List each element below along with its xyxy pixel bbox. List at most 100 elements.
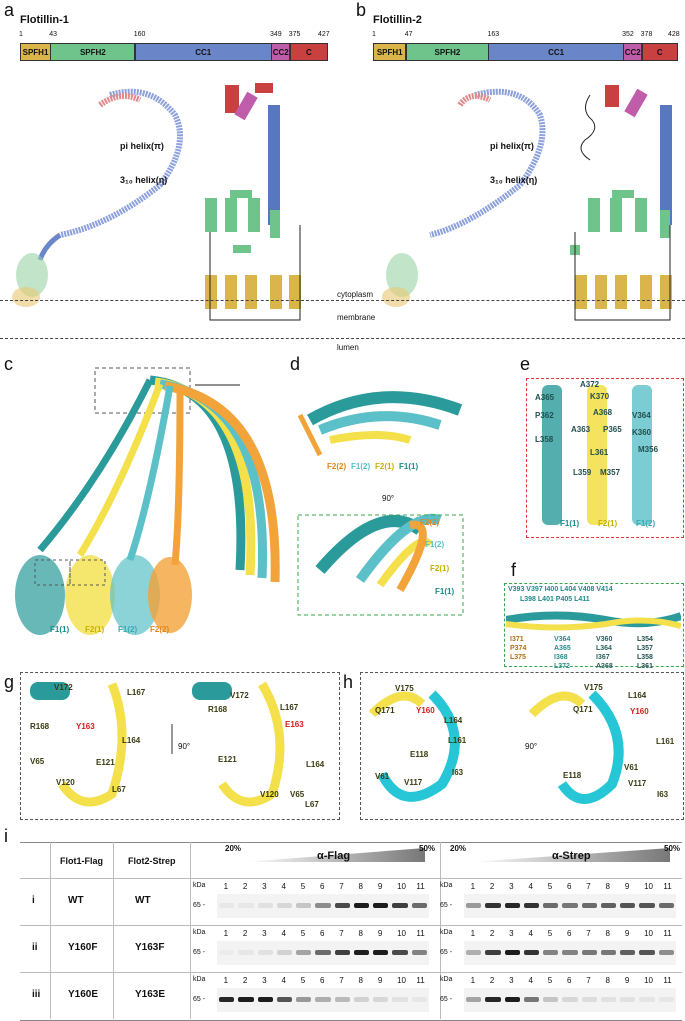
strep-lane-number: 3	[509, 882, 514, 891]
panel-a-title: Flotillin-1	[20, 14, 69, 26]
c-label-f2-1: F2(1)	[85, 625, 105, 634]
h-left-residue: L164	[444, 716, 463, 725]
flag-band	[257, 950, 273, 955]
panel-h-letter: h	[343, 672, 354, 692]
panel-e-letter: e	[520, 354, 531, 374]
g-right-residue: V65	[290, 790, 305, 799]
strep-band	[639, 997, 655, 1002]
row-flot1: Y160E	[68, 989, 99, 1000]
strep-kda: kDa	[440, 929, 453, 936]
flag-lane-number: 4	[281, 976, 286, 985]
d-top-label-f1-1: F1(1)	[399, 462, 419, 471]
blot-divider	[190, 842, 191, 1019]
strep-band	[620, 997, 636, 1002]
strep-lane-number: 5	[547, 929, 553, 938]
strep-band	[485, 997, 501, 1002]
flag-marker: 65 -	[193, 996, 206, 1003]
panel-c-letter: c	[4, 354, 13, 374]
strep-band	[543, 950, 559, 955]
domain-start-tick: 378	[640, 31, 653, 38]
flag-band	[353, 997, 370, 1002]
h-right-residue: E118	[563, 771, 582, 780]
flag-lane-number: 5	[300, 976, 306, 985]
domain-spfh1: SPFH1	[373, 43, 407, 61]
strep-lane-number: 6	[567, 929, 572, 938]
strep-band	[600, 997, 617, 1002]
flag-band	[296, 903, 312, 908]
h-rotate-label: 90°	[525, 742, 538, 751]
flag-band	[219, 903, 235, 908]
strep-lane-number: 11	[663, 929, 672, 938]
g-left-residue: R168	[30, 722, 50, 731]
row-flot1: WT	[68, 895, 84, 906]
g-right-residue: E121	[218, 755, 237, 764]
domain-end-tick: 428	[668, 31, 680, 38]
e-residue-label: A365	[535, 393, 555, 402]
flag-lane-number: 9	[377, 882, 383, 891]
blot-divider	[50, 842, 51, 1019]
d-side-label-f2-1: F2(1)	[430, 564, 450, 573]
g-left-residue: V172	[54, 683, 73, 692]
d-top-label-f1-2: F1(2)	[351, 462, 371, 471]
e-residue-label: L359	[573, 468, 592, 477]
domain-start-tick: 163	[487, 31, 500, 38]
domain-start-tick: 160	[133, 31, 146, 38]
panel-f-structure	[506, 611, 681, 631]
domain-cc1: CC1	[488, 43, 624, 61]
g-left-residue: E121	[96, 758, 115, 767]
domain-start-tick: 43	[49, 31, 58, 38]
panel-h-structure	[368, 690, 624, 804]
g-right-residue: L164	[306, 760, 325, 769]
row-flot2: WT	[135, 895, 151, 906]
h-right-residue: L161	[656, 737, 675, 746]
strep-lane-number: 8	[605, 976, 610, 985]
f-residue-label: P374	[510, 645, 527, 652]
f-residue-label: L364	[596, 645, 612, 652]
h-right-residue: Y160	[630, 707, 649, 716]
flag-lane-number: 7	[339, 976, 344, 985]
flag-band	[334, 950, 350, 955]
strep-lane-number: 4	[528, 976, 533, 985]
strep-marker: 65 -	[440, 996, 453, 1003]
pi-helix-label-a: pi helix(π)	[120, 141, 164, 151]
h-right-residue: V61	[624, 763, 639, 772]
h-left-residue: L161	[448, 736, 467, 745]
flag-lane-number: 9	[377, 976, 383, 985]
h-left-residue: E118	[410, 750, 429, 759]
flag-marker: 65 -	[193, 949, 206, 956]
strep-lane-number: 2	[489, 976, 495, 985]
domain-start-tick: 1	[372, 31, 376, 38]
h-left-residue: V175	[395, 684, 414, 693]
e-residue-label: K360	[632, 428, 652, 437]
panel-c-structure	[15, 367, 280, 635]
panel-g-structure	[30, 681, 285, 807]
strep-lane-number: 1	[470, 929, 476, 938]
flag-band	[219, 997, 235, 1002]
helix310-label-a: 3₁₀ helix(η)	[120, 175, 168, 185]
flag-band	[276, 903, 293, 908]
f-residue-label: L361	[637, 663, 653, 670]
f-residue-label: L357	[637, 645, 653, 652]
flag-band	[373, 950, 389, 955]
strep-lane-number: 3	[509, 976, 514, 985]
flag-lane-number: 1	[223, 976, 229, 985]
flag-lane-number: 2	[242, 929, 248, 938]
strep-band	[658, 950, 674, 955]
e-residue-label: M356	[638, 445, 659, 454]
strep-band	[466, 997, 482, 1002]
strep-band	[639, 903, 655, 908]
strep-band	[485, 950, 501, 955]
flag-lane-number: 6	[320, 882, 325, 891]
strep-marker: 65 -	[440, 902, 453, 909]
flotillin2-topology	[570, 85, 672, 321]
flag-band	[315, 950, 331, 955]
strep-band	[639, 950, 655, 955]
flotillin1-topology	[205, 83, 301, 321]
g-right-residue: E163	[285, 720, 304, 729]
strep-lane-number: 8	[605, 929, 610, 938]
flag-start-pct: 20%	[225, 844, 242, 853]
strep-band	[581, 997, 597, 1002]
g-left-residue: L164	[122, 736, 141, 745]
e-residue-label: K370	[590, 392, 610, 401]
panel-g-box	[20, 672, 340, 820]
